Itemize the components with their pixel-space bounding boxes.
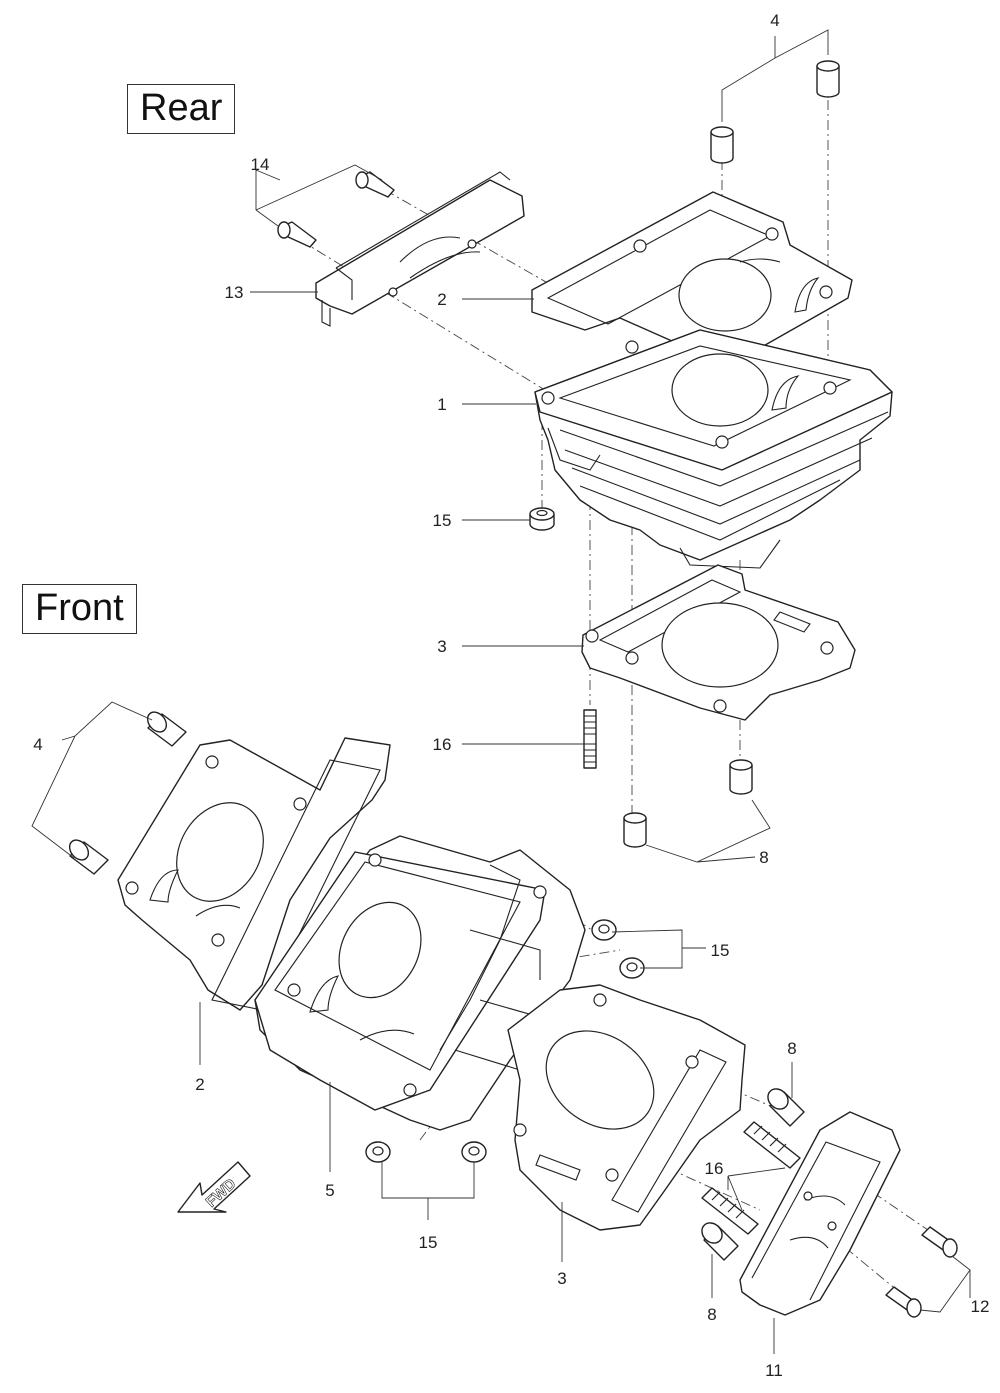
rear-cylinder-block[interactable]	[534, 329, 893, 569]
callout-front-15a: 15	[711, 941, 730, 960]
callout-front-5: 5	[325, 1181, 334, 1200]
front-cylinder-block[interactable]	[254, 835, 586, 1131]
callout-rear-8: 8	[759, 848, 768, 867]
rear-dowel-pin-b[interactable]	[623, 812, 647, 848]
callout-front-3: 3	[557, 1269, 566, 1288]
callout-rear-16: 16	[433, 735, 452, 754]
front-section-label: Front	[22, 584, 137, 634]
front-leader-lines	[31, 701, 971, 1354]
callout-rear-3: 3	[437, 637, 446, 656]
rear-bolt-lower[interactable]	[277, 221, 317, 248]
callout-rear-13: 13	[225, 283, 244, 302]
front-flange-nut-b[interactable]	[619, 957, 645, 979]
front-head-gasket[interactable]	[117, 737, 391, 1011]
front-flange-nut-d[interactable]	[461, 1141, 487, 1163]
rear-dowel-pin-a[interactable]	[729, 759, 753, 795]
callout-front-2: 2	[195, 1075, 204, 1094]
front-dowel-pin-a[interactable]	[764, 1085, 805, 1127]
callout-front-12: 12	[971, 1297, 990, 1316]
callout-front-4: 4	[33, 735, 42, 754]
rear-stud-bolt[interactable]	[583, 709, 597, 769]
front-bolt-lower[interactable]	[885, 1286, 922, 1318]
callout-front-8a: 8	[787, 1039, 796, 1058]
callout-front-15b: 15	[419, 1233, 438, 1252]
front-dowel-pin-lower[interactable]	[66, 836, 109, 875]
rear-dowel-pin-lower[interactable]	[710, 126, 734, 164]
callout-rear-15: 15	[433, 511, 452, 530]
rear-bolt-upper[interactable]	[355, 171, 395, 198]
rear-flange-nut[interactable]	[529, 507, 555, 531]
callout-rear-2: 2	[437, 290, 446, 309]
callout-front-11: 11	[765, 1361, 783, 1380]
callout-rear-14: 14	[251, 155, 270, 174]
callout-rear-1: 1	[437, 395, 446, 414]
front-base-gasket[interactable]	[507, 984, 746, 1231]
front-dowel-pin-upper[interactable]	[144, 708, 187, 747]
front-chain-guide[interactable]	[739, 1111, 901, 1316]
front-stud-bolt-b[interactable]	[701, 1187, 759, 1235]
rear-base-gasket[interactable]	[581, 564, 856, 721]
front-stud-bolt-a[interactable]	[743, 1121, 801, 1169]
rear-dowel-pin-upper[interactable]	[816, 60, 840, 98]
callout-front-16: 16	[705, 1159, 724, 1178]
rear-section-label: Rear	[127, 84, 236, 134]
front-dowel-pin-b[interactable]	[698, 1219, 739, 1261]
front-bolt-upper[interactable]	[921, 1226, 958, 1258]
rear-chain-guide[interactable]	[315, 171, 525, 327]
callout-front-8b: 8	[707, 1305, 716, 1324]
rear-head-gasket[interactable]	[531, 191, 853, 366]
callout-rear-4: 4	[770, 11, 779, 30]
rear-leader-lines	[250, 29, 829, 863]
front-flange-nut-c[interactable]	[365, 1141, 391, 1163]
fwd-arrow-icon: FWD	[177, 1161, 251, 1213]
front-flange-nut-a[interactable]	[591, 919, 617, 941]
